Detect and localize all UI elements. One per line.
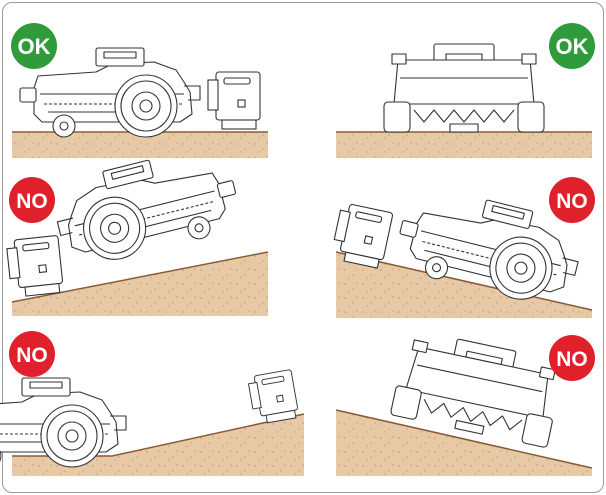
status-badge-no: NO xyxy=(549,177,595,223)
panel-slope-down-no: NO xyxy=(329,177,595,318)
badge-label: NO xyxy=(556,348,588,371)
robot-mower xyxy=(0,377,127,468)
ground-slope xyxy=(336,410,592,476)
badge-label: NO xyxy=(16,344,48,367)
status-badge-no: NO xyxy=(549,335,595,381)
badge-label: OK xyxy=(18,34,51,59)
panel-flat-front-ok: OK xyxy=(336,23,595,158)
badge-label: NO xyxy=(16,190,48,213)
status-badge-ok: OK xyxy=(11,23,57,69)
panel-dock-on-slope-no: NO xyxy=(0,331,305,476)
panel-flat-side-ok: OK xyxy=(11,23,268,158)
status-badge-no: NO xyxy=(9,177,55,223)
badge-label: NO xyxy=(556,190,588,213)
panel-slope-up-no: NO xyxy=(5,140,269,316)
charging-station xyxy=(246,369,300,426)
charging-station xyxy=(207,71,261,130)
robot-mower xyxy=(47,140,245,272)
status-badge-ok: OK xyxy=(549,23,595,69)
charging-station xyxy=(5,234,65,299)
status-badge-no: NO xyxy=(9,331,55,377)
ground-slope xyxy=(336,252,592,318)
panel-side-slope-front-no: NO xyxy=(335,327,595,476)
ground-soil xyxy=(336,132,592,158)
badge-label: OK xyxy=(556,34,589,59)
ground-slope xyxy=(12,252,268,316)
robot-mower-front xyxy=(383,43,545,133)
